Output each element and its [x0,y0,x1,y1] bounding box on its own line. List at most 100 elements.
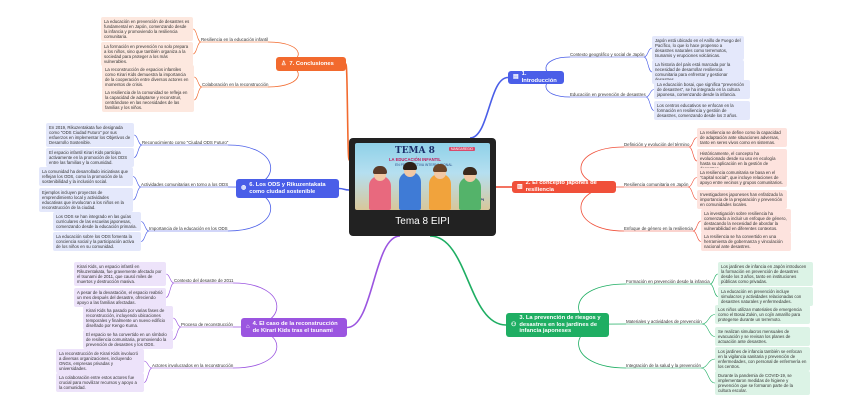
connector-line [133,144,143,158]
people-icon: ⚇ [511,321,517,328]
note-card: La resiliencia se define como la capacid… [697,128,787,147]
sub-topic[interactable]: Resiliencia en la educación infantil [201,37,269,42]
connector-line [143,360,153,369]
child-hair [403,162,417,170]
book-icon: ▤ [513,74,519,81]
connector-line [143,367,153,383]
note-card: En 2019, Rikuzentakata fue designada com… [46,123,134,148]
child-figure [399,172,421,210]
branch-conclusiones[interactable]: ♙7. Conclusiones [276,57,346,71]
sub-topic[interactable]: Educación en prevención de desastres [570,92,646,97]
cover-caption: EN PERSPECTIVA INTERNACIONAL [395,163,453,167]
note-card: La formación en prevención no solo prepa… [101,42,193,67]
note-card: La resiliencia de la comunidad se reflej… [102,88,194,113]
note-card: La educación en prevención de desastres … [101,17,193,42]
connector-line [338,187,350,191]
connector-line [345,63,350,161]
branch-prevencion[interactable]: ⚇3. La prevención de riesgos y desastres… [506,313,609,337]
connector-line [687,177,698,188]
sub-topic[interactable]: Reconocimiento como "Ciudad ODS Futuro" [142,140,229,145]
note-card: Kirari Kids, un espacio infantil en Riku… [74,262,166,287]
connector-line [192,28,202,43]
branch-kirari[interactable]: ⌂4. El caso de la reconstrucción de Kira… [241,318,347,337]
connector-line [140,221,150,232]
note-card: La educación sobre los ODS fomenta la co… [53,232,141,251]
branch-resiliencia[interactable]: ▥2. El concepto japonés de resiliencia [512,180,616,193]
branch-intro[interactable]: ▤1. Introducción [508,71,564,84]
connector-line [688,146,698,162]
connector-line [140,230,150,242]
note-card: Ejemplos incluyen proyectos de emprendim… [39,188,133,213]
connector-line [700,367,716,384]
note-card: La investigación sobre resiliencia ha co… [701,209,791,234]
note-card: Investigadores japoneses han enfatizado … [697,190,787,209]
connector-line [429,235,507,326]
connector-line [701,323,716,337]
cover-title: TEMA 8 [395,146,435,156]
note-card: La comunidad ha desarrollado iniciativas… [39,167,133,186]
connector-line [172,326,182,340]
note-card: El espacio infantil Kirari Kids particip… [46,148,134,167]
child-hair [463,167,477,175]
note-card: Los jardines de infancia en Japón introd… [718,262,813,287]
sub-topic[interactable]: Resiliencia comunitaria en Japón [624,182,689,187]
child-figure [369,176,391,210]
sub-topic[interactable]: Formación en prevención desde la infanci… [626,279,710,284]
branch-label: 4. El caso de la reconstrucción de Kirar… [252,320,338,334]
connector-line [645,89,655,98]
sub-topic[interactable]: Colaboración en la reconstrucción [202,82,269,87]
connector-line [701,314,716,325]
branch-label: 2. El concepto japonés de resiliencia [525,180,597,193]
sub-topic[interactable]: Actores involucrados en la reconstrucció… [152,363,234,368]
sub-topic[interactable]: Definición y evolución del término [624,142,690,147]
note-card: Los jardines de infancia también se enfo… [715,347,810,372]
note-card: Kirari Kids ha pasado por varias fases d… [83,306,173,331]
branch-label: 6. Los ODS y Rikuzentakata como ciudad s… [249,181,326,195]
note-card: Japón está ubicado en el Anillo de Fuego… [652,36,744,61]
branch-label: 7. Conclusiones [289,60,334,67]
cover-badge: MANGAREGIO [449,147,475,151]
house-icon: ⌂ [246,324,250,331]
note-card: La colaboración entre estos actores fue … [56,373,144,392]
connector-line [165,282,175,298]
sub-topic[interactable]: Contexto geográfico y social de Japón [570,52,645,57]
connector-line [643,56,653,73]
note-card: Los ODS se han integrado en las guías cu… [53,212,141,231]
sub-topic[interactable]: Proceso de reconstrucción [181,322,233,327]
earth-icon: ◍ [241,185,247,192]
branch-label: 3. La prevención de riesgos y desastres … [519,315,601,335]
child-figure [429,174,451,210]
person-icon: ♙ [281,60,287,67]
connector-line [580,186,625,232]
branch-label: 1. Introducción [521,70,557,84]
sub-topic[interactable]: Contexto del desastre de 2011 [174,278,234,283]
sub-topic[interactable]: Actividades comunitarias en torno a los … [141,182,229,187]
connector-line [709,283,719,297]
connector-line [132,176,142,188]
connector-line [709,273,719,285]
note-card: La educación bosai, que significa "preve… [654,80,750,99]
cover-image: TEMA 8 LA EDUCACIÓN INFANTIL EN PERSPECT… [355,143,490,210]
note-card: Durante la pandemia de COVID-19, se impl… [715,371,810,396]
branch-ods[interactable]: ◍6. Los ODS y Rikuzentakata como ciudad … [236,179,339,198]
sub-topic[interactable]: Enfoque de género en la resiliencia [624,226,693,231]
connector-line [645,96,655,111]
sub-topic[interactable]: Materiales y actividades de prevención [626,319,702,324]
connector-line [688,137,698,148]
connector-line [192,41,202,55]
connector-line [643,47,653,58]
note-card: La educación en prevención incluye simul… [718,287,813,306]
note-card: La resiliencia se ha convertido en una h… [701,232,791,251]
connector-line [193,86,203,101]
connector-line [172,317,182,328]
center-title: Tema 8 EIPI [395,216,450,227]
connector-line [692,220,702,232]
child-hair [373,166,387,174]
connector-line [132,186,142,201]
sub-topic[interactable]: Importancia de la educación en los ODS [149,226,228,231]
building-icon: ▥ [517,183,523,190]
cover-subtitle: LA EDUCACIÓN INFANTIL [389,157,441,162]
sub-topic[interactable]: Integración de la salud y la prevención [626,363,701,368]
child-figure [459,177,481,210]
